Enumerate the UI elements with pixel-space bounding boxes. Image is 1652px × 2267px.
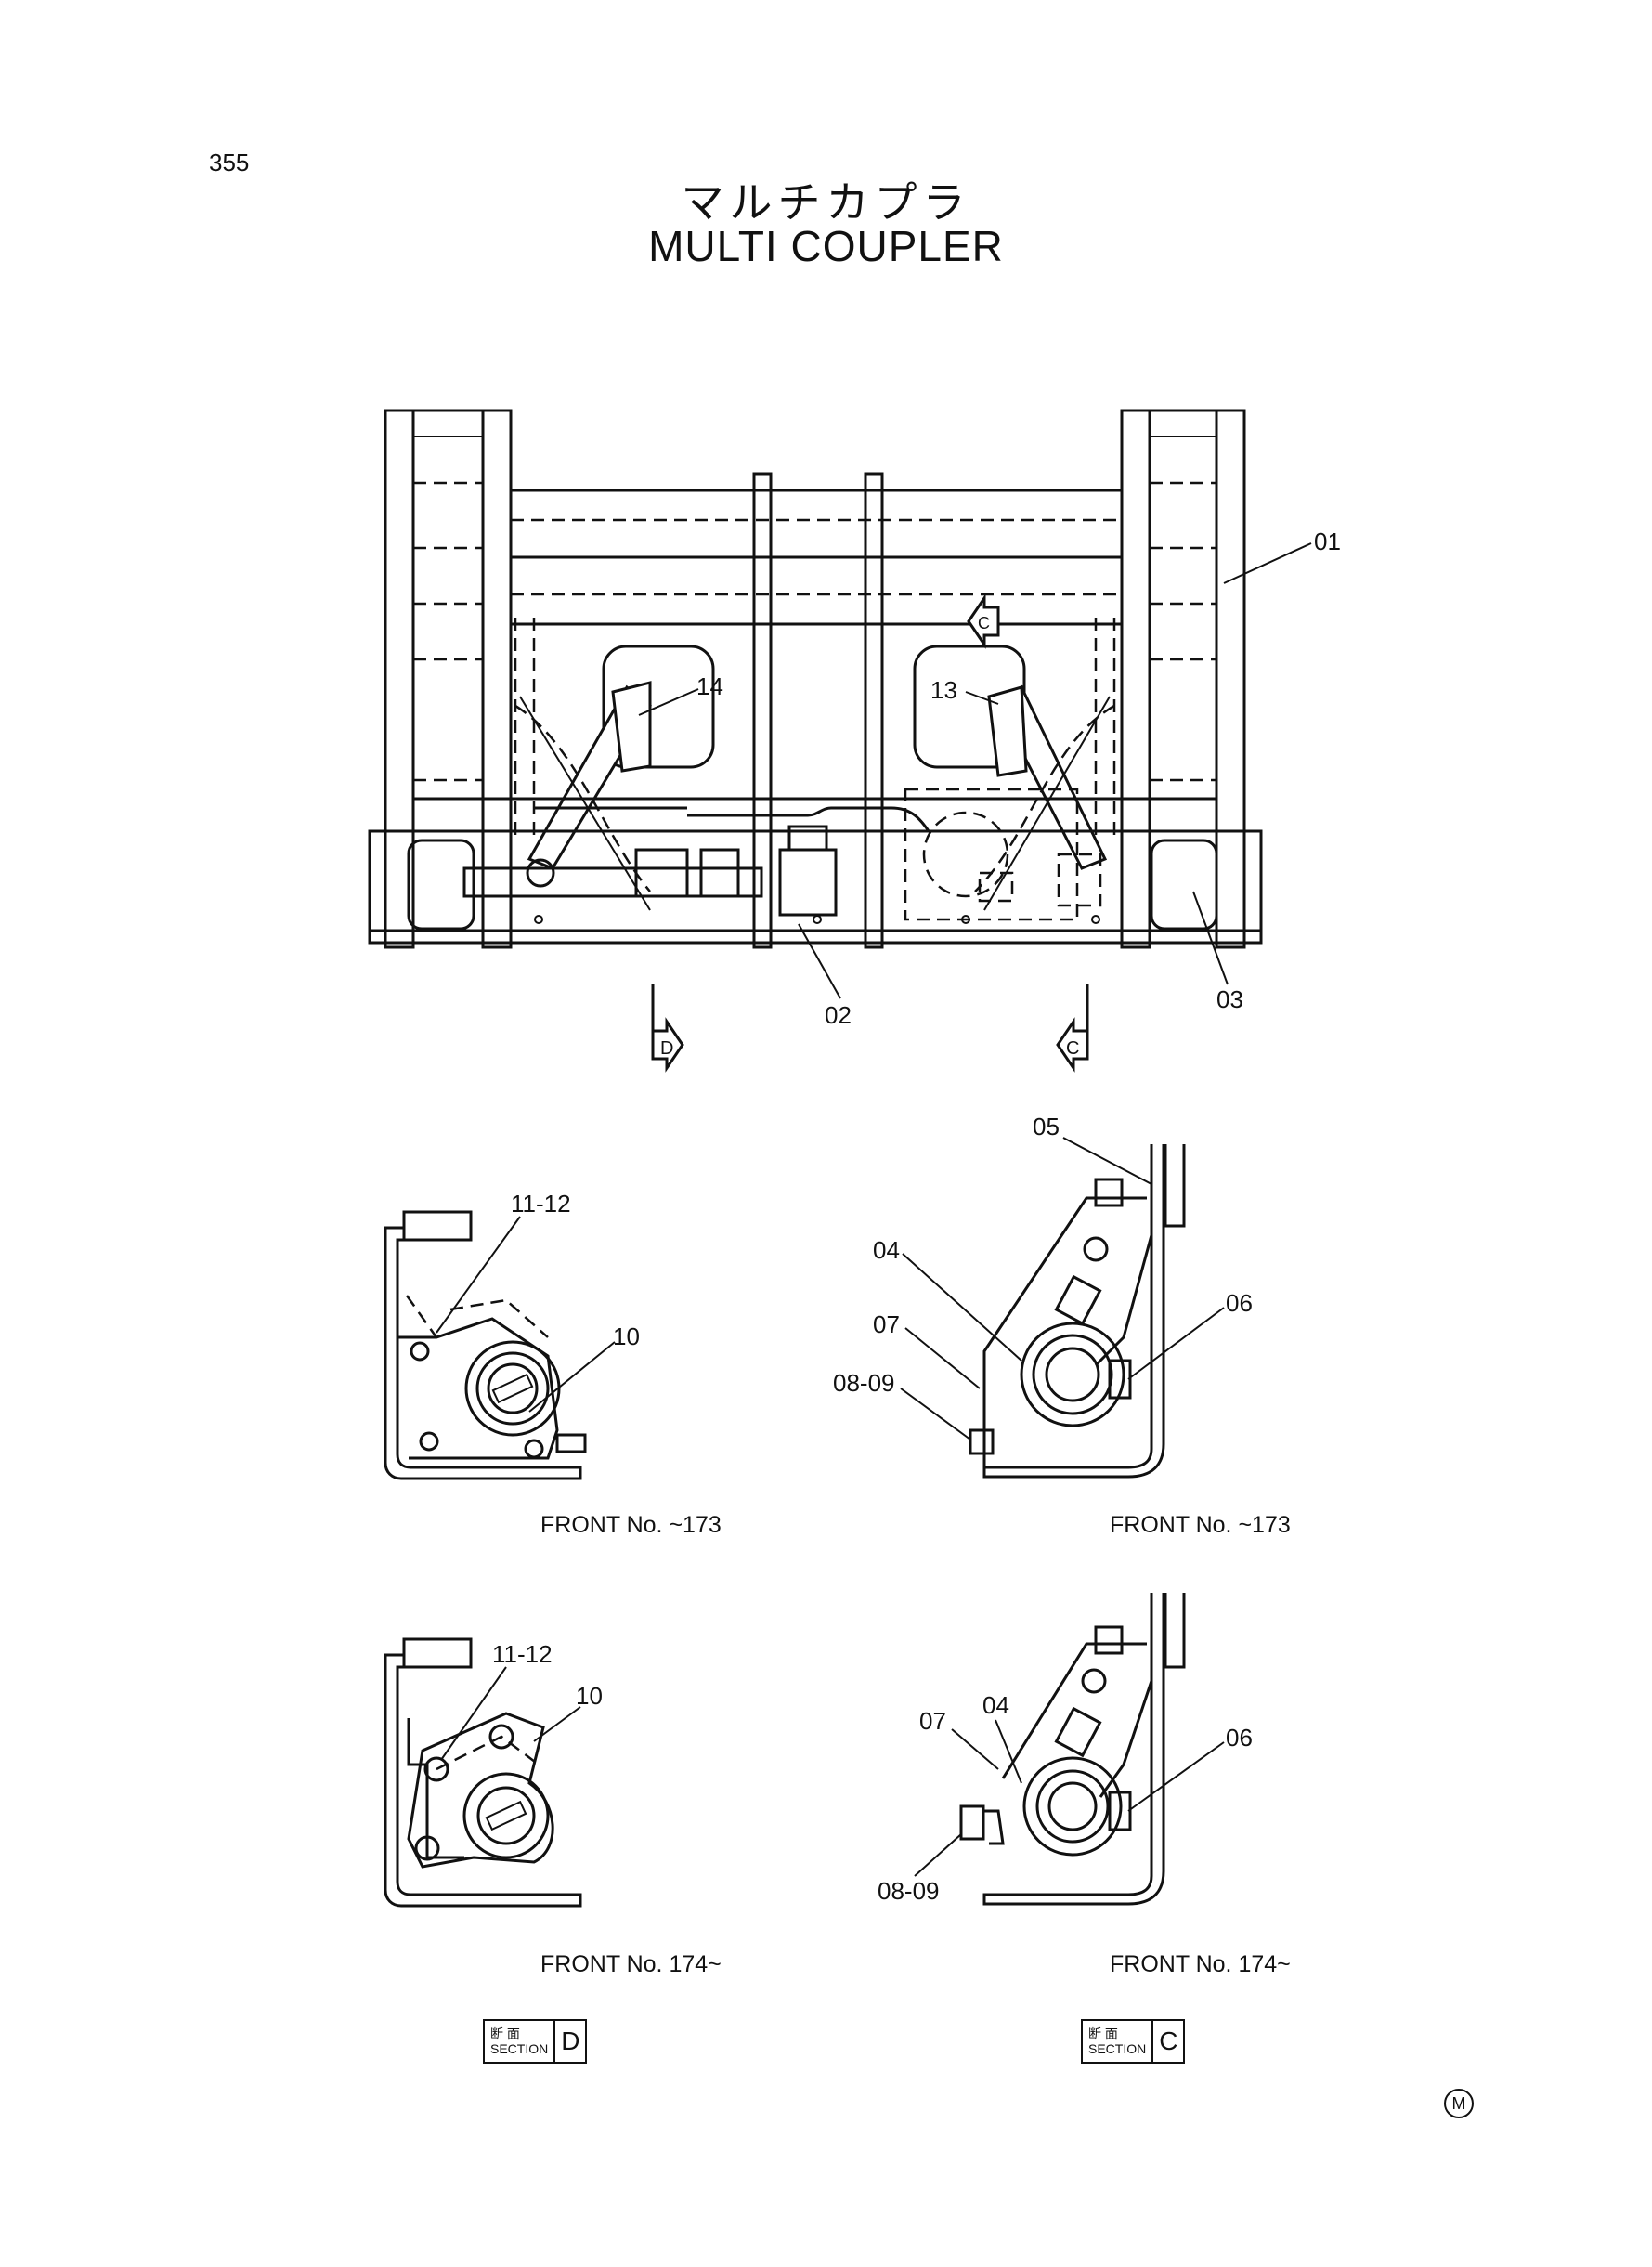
caption-c-upper: FRONT No. ~173 xyxy=(1110,1512,1291,1538)
callout-06-lower: 06 xyxy=(1226,1724,1253,1752)
main-assembly-view xyxy=(368,409,1263,949)
center-plate-right xyxy=(864,472,884,949)
section-d-jp: 断 面 xyxy=(490,2026,520,2041)
circled-m-mark: M xyxy=(1444,2089,1474,2118)
view-arrow-c: C xyxy=(1056,984,1089,1073)
right-outer-plate xyxy=(1215,409,1246,949)
callout-08-09-lower: 08-09 xyxy=(878,1877,940,1905)
callout-04-upper: 04 xyxy=(873,1236,900,1264)
right-inner-plate xyxy=(1120,409,1151,949)
callout-11-12-lower: 11-12 xyxy=(492,1640,553,1668)
svg-text:C: C xyxy=(1066,1038,1079,1059)
section-c-upper-view: 05 04 06 07 08-09 xyxy=(833,1113,1253,1479)
callout-11-12-upper: 11-12 xyxy=(511,1190,571,1218)
bottom-beam xyxy=(368,829,1263,945)
section-c-letter: C xyxy=(1159,2026,1178,2055)
view-arrow-c-top: C xyxy=(967,593,1000,649)
svg-text:C: C xyxy=(978,614,990,632)
callout-13: 13 xyxy=(930,676,957,704)
callout-04-lower: 04 xyxy=(982,1691,1009,1719)
callout-07-lower: 07 xyxy=(919,1707,946,1735)
left-pin-boss xyxy=(407,839,475,931)
callout-05-upper: 05 xyxy=(1033,1113,1060,1140)
svg-text:D: D xyxy=(660,1038,673,1059)
caption-c-lower: FRONT No. 174~ xyxy=(1110,1951,1291,1977)
callout-14: 14 xyxy=(696,672,723,700)
view-arrow-d: D xyxy=(651,984,684,1073)
center-plate-left xyxy=(752,472,773,949)
section-d-label: 断 面 SECTION D xyxy=(483,2019,588,2064)
callout-06-upper: 06 xyxy=(1226,1289,1253,1317)
left-window xyxy=(602,645,715,769)
callout-10-lower: 10 xyxy=(576,1682,603,1710)
caption-d-lower: FRONT No. 174~ xyxy=(540,1951,722,1977)
callout-07-upper: 07 xyxy=(873,1310,900,1338)
section-d-en: SECTION xyxy=(490,2041,549,2056)
section-c-lower-view: 07 04 06 08-09 xyxy=(878,1593,1253,1906)
callout-02: 02 xyxy=(825,1001,852,1029)
page-title: MULTI COUPLER xyxy=(648,222,1004,270)
main-callouts: 01 14 13 02 03 xyxy=(638,528,1341,1029)
title-japanese: マルチカプラ xyxy=(681,177,971,228)
section-c-jp: 断 面 xyxy=(1088,2026,1118,2041)
section-c-en: SECTION xyxy=(1088,2041,1147,2056)
caption-d-upper: FRONT No. ~173 xyxy=(540,1512,722,1538)
callout-08-09-upper: 08-09 xyxy=(833,1369,895,1397)
right-pin-boss xyxy=(1150,839,1218,931)
section-d-letter: D xyxy=(561,2026,580,2055)
left-inner-plate xyxy=(481,409,513,949)
callout-03: 03 xyxy=(1216,985,1243,1013)
section-d-upper-view: 11-12 10 xyxy=(384,1190,640,1480)
section-c-label: 断 面 SECTION C xyxy=(1081,2019,1186,2064)
page-number: 355 xyxy=(209,149,250,176)
section-d-lower-view: 11-12 10 xyxy=(384,1637,603,1908)
callout-01: 01 xyxy=(1314,528,1341,555)
valve-block xyxy=(778,848,838,917)
callout-10-upper: 10 xyxy=(613,1322,640,1350)
